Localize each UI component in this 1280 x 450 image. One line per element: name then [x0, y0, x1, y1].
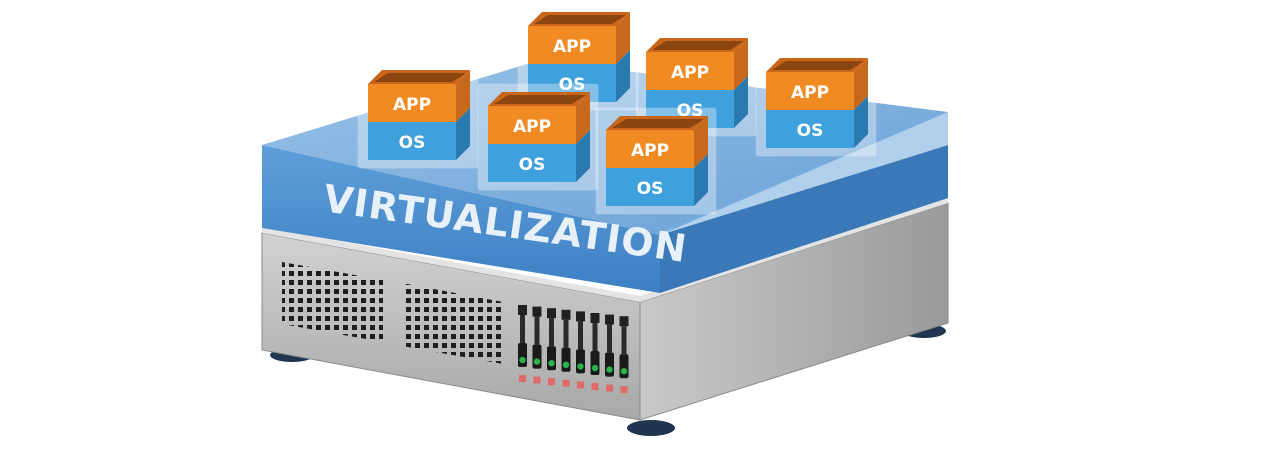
drive-bay [576, 311, 585, 389]
drive-bay [561, 309, 571, 387]
status-led-green [620, 368, 628, 375]
os-layer [368, 122, 456, 160]
app-layer [646, 52, 734, 90]
os-label: OS [797, 121, 824, 141]
status-led-green [591, 364, 599, 372]
status-led-red [591, 383, 599, 390]
os-layer [606, 168, 694, 206]
os-layer [766, 110, 854, 148]
status-led-red [577, 381, 584, 389]
status-led-red [562, 379, 570, 387]
vm-block: APP OS [477, 83, 599, 191]
app-layer [766, 72, 854, 110]
drive-bay [590, 313, 600, 390]
status-led-green [548, 360, 555, 367]
app-layer [528, 26, 616, 64]
app-label: APP [513, 117, 551, 137]
status-led-green [577, 363, 584, 370]
app-label: APP [671, 63, 709, 83]
status-led-red [606, 384, 613, 392]
app-layer [606, 130, 694, 168]
app-label: APP [553, 37, 591, 57]
status-led-green [519, 356, 526, 364]
os-label: OS [637, 179, 664, 199]
status-led-red [620, 386, 628, 394]
drive-bay [532, 306, 542, 384]
drive-bay [605, 314, 614, 392]
status-led-red [519, 375, 526, 382]
app-label: APP [631, 141, 669, 161]
vm-block: APP OS [357, 61, 479, 169]
vm-block: APP OS [595, 107, 717, 215]
app-label: APP [791, 83, 829, 103]
os-layer [488, 144, 576, 182]
virtualization-slab-front [262, 145, 660, 293]
vm-block: APP OS [517, 3, 639, 111]
vm-block: APP OS [755, 49, 877, 157]
status-led-green [533, 358, 541, 365]
status-led-green [606, 366, 613, 373]
server-chassis [261, 197, 949, 436]
virtualization-slab-top-rim [660, 112, 948, 235]
drive-bay [619, 316, 629, 394]
app-label: APP [393, 95, 431, 115]
app-layer [368, 84, 456, 122]
status-led-green [562, 361, 570, 368]
server-vent-grille [402, 283, 503, 364]
os-label: OS [519, 155, 546, 175]
drive-bay [547, 308, 556, 386]
app-layer [488, 106, 576, 144]
status-led-red [533, 376, 541, 384]
drive-bay [518, 305, 527, 382]
server-vent-grille [282, 262, 383, 342]
status-led-red [548, 378, 555, 386]
os-label: OS [399, 133, 426, 153]
virtualization-slab-side [660, 145, 948, 293]
drive-bays [518, 305, 629, 394]
os-label: OS [559, 75, 586, 95]
server-foot [627, 420, 675, 436]
